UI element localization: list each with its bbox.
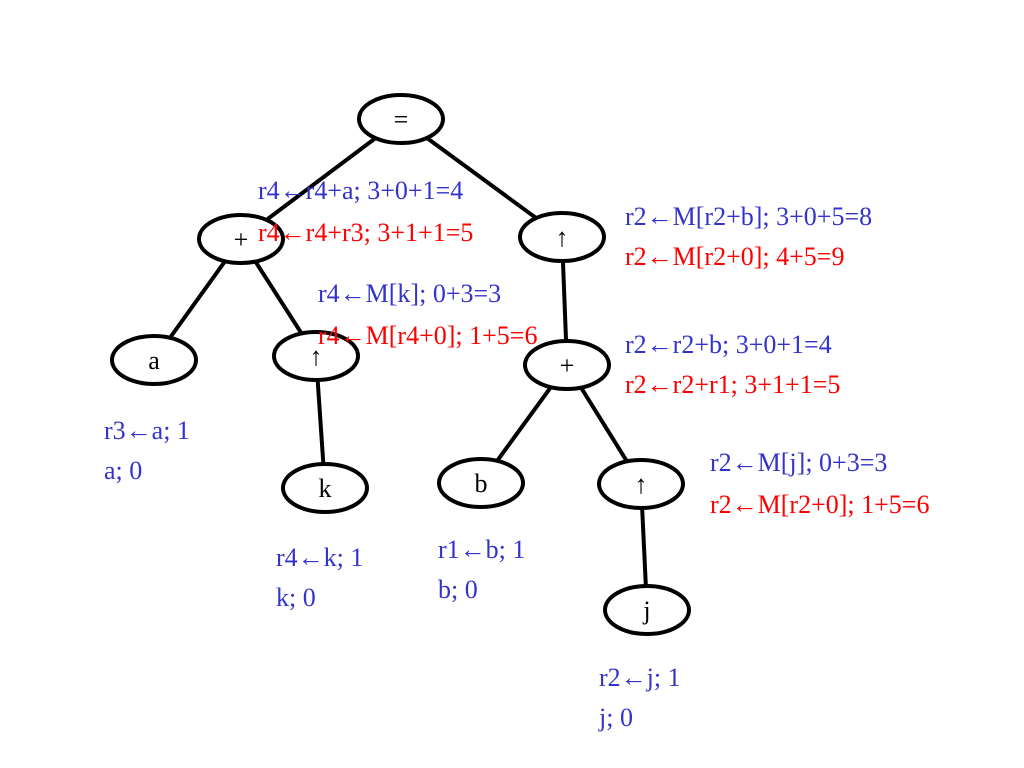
node-leaf-j: j [603, 584, 691, 636]
annotation-leaf-b-zero: b; 0 [438, 575, 478, 604]
annotation-leaf-j-zero: j; 0 [598, 703, 633, 732]
node-label-leaf-b: b [475, 469, 488, 498]
annotation-deref-j-red: r2←M[r2+0]; 1+5=6 [710, 490, 929, 519]
annotation-deref-k-blue: r4←M[k]; 0+3=3 [318, 279, 501, 308]
node-label-leaf-a: a [148, 346, 160, 375]
node-deref-j: ↑ [597, 458, 685, 510]
node-shape-leaf-j [603, 584, 691, 636]
annotation-deref-k-red: r4←M[r4+0]; 1+5=6 [318, 321, 537, 350]
node-label-root: = [394, 105, 409, 134]
annotation-plus-inner-red: r2←r2+r1; 3+1+1=5 [625, 370, 840, 399]
node-leaf-k: k [281, 462, 369, 514]
annotation-leaf-k-cost: r4←k; 1 [276, 543, 363, 572]
annotation-plus-left-blue: r4←r4+a; 3+0+1=4 [258, 176, 463, 205]
node-shape-deref-k [272, 330, 360, 382]
annotation-deref-right-blue: r2←M[r2+b]; 3+0+5=8 [625, 202, 872, 231]
annotation-leaf-b-cost: r1←b; 1 [438, 535, 525, 564]
node-shape-deref-j [597, 458, 685, 510]
annotation-leaf-a-zero: a; 0 [104, 456, 142, 485]
node-shape-deref-right [518, 211, 606, 263]
annotation-deref-right-red: r2←M[r2+0]; 4+5=9 [625, 242, 844, 271]
node-leaf-b: b [437, 457, 525, 509]
annotation-deref-j-blue: r2←M[j]; 0+3=3 [710, 448, 887, 477]
annotations: r4←r4+a; 3+0+1=4 r4←r4+r3; 3+1+1=5 r2←M[… [104, 176, 929, 732]
node-plus-left: + [197, 213, 285, 265]
node-label-plus-inner: + [560, 351, 575, 380]
annotation-leaf-k-zero: k; 0 [276, 583, 316, 612]
node-deref-k: ↑ [272, 330, 360, 382]
node-label-plus-left: + [234, 225, 249, 254]
annotation-leaf-j-cost: r2←j; 1 [599, 663, 681, 692]
node-label-deref-right: ↑ [556, 223, 569, 252]
node-root: = [357, 93, 445, 145]
node-deref-right: ↑ [518, 211, 606, 263]
node-shape-leaf-b [437, 457, 525, 509]
node-label-leaf-k: k [319, 474, 332, 503]
node-shape-leaf-k [281, 462, 369, 514]
annotation-leaf-a-cost: r3←a; 1 [104, 416, 190, 445]
tree-nodes: = + ↑ a ↑ k + b ↑ j [110, 93, 691, 636]
node-label-leaf-j: j [642, 596, 650, 625]
annotation-plus-left-red: r4←r4+r3; 3+1+1=5 [258, 218, 473, 247]
node-shape-plus-left [197, 213, 285, 265]
node-shape-root [357, 93, 445, 145]
node-leaf-a: a [110, 334, 198, 386]
node-label-deref-j: ↑ [635, 470, 648, 499]
node-plus-inner: + [523, 339, 611, 391]
node-shape-plus-inner [523, 339, 611, 391]
annotation-plus-inner-blue: r2←r2+b; 3+0+1=4 [625, 330, 832, 359]
node-shape-leaf-a [110, 334, 198, 386]
node-label-deref-k: ↑ [310, 342, 323, 371]
